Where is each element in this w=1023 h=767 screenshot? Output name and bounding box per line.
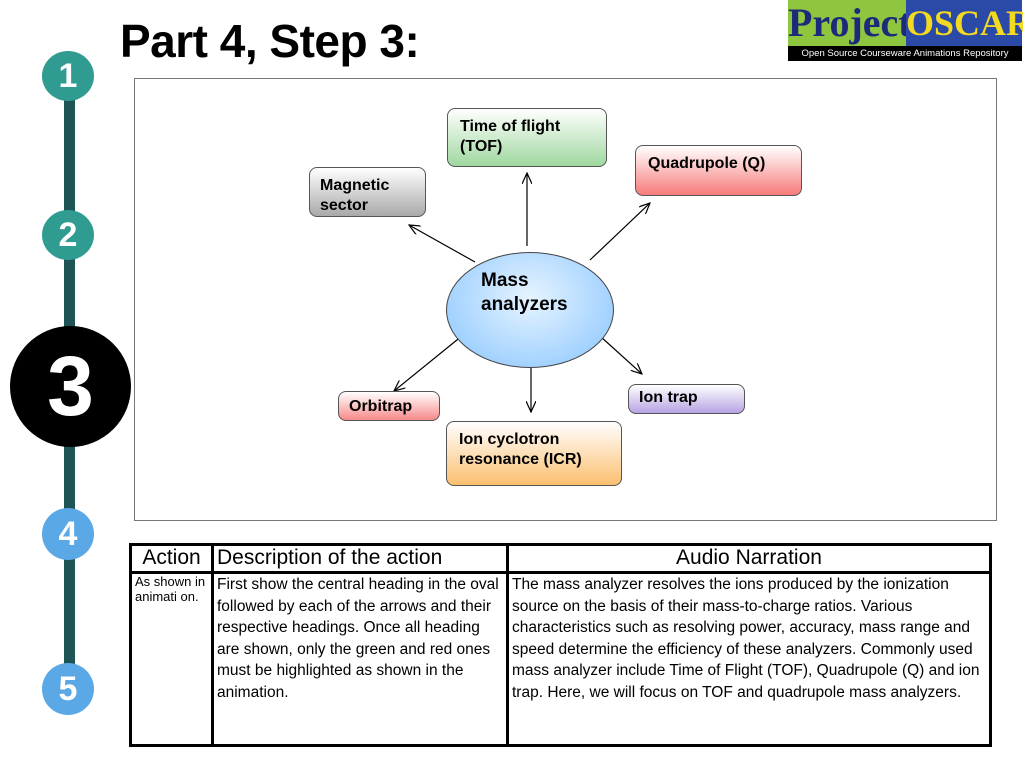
step-1-circle[interactable]: 1 [42, 51, 94, 101]
mass-analyzer-diagram: Time of flight (TOF) Quadrupole (Q) Magn… [134, 78, 997, 521]
header-action: Action [129, 543, 214, 574]
center-label: Mass analyzers [481, 269, 568, 317]
orbitrap-label: Orbitrap [349, 398, 413, 415]
step-5-circle[interactable]: 5 [42, 663, 94, 715]
header-narration: Audio Narration [506, 543, 992, 574]
arrow-to-magnetic-sector [409, 225, 476, 263]
logo-tagline: Open Source Courseware Animations Reposi… [788, 46, 1022, 61]
ion-trap-box: Ion trap [628, 384, 745, 414]
step-2-circle[interactable]: 2 [42, 210, 94, 260]
icr-label-line2: resonance (ICR) [459, 451, 582, 468]
orbitrap-box: Orbitrap [338, 391, 440, 421]
icr-box: Ion cyclotron resonance (ICR) [446, 421, 622, 486]
magnetic-sector-box: Magnetic sector [309, 167, 426, 217]
tof-label-line1: Time of flight [460, 118, 561, 135]
quadrupole-label: Quadrupole (Q) [648, 155, 766, 172]
logo-word-oscar: OSCAR [906, 0, 1023, 46]
description-cell: First show the central heading in the ov… [211, 571, 509, 747]
arrow-to-quadrupole [589, 203, 650, 261]
table-row: As shown in animati on. First show the c… [129, 571, 992, 747]
table-header-row: Action Description of the action Audio N… [129, 543, 992, 574]
magnetic-label-line1: Magnetic [320, 177, 390, 194]
project-oscar-logo: Project OSCAR Open Source Courseware Ani… [788, 0, 1023, 61]
step-3-circle-current[interactable]: 3 [10, 326, 131, 447]
mass-analyzers-oval: Mass analyzers [446, 252, 614, 368]
step-4-circle[interactable]: 4 [42, 508, 94, 560]
page-title: Part 4, Step 3: [120, 15, 420, 67]
action-cell: As shown in animati on. [129, 571, 214, 747]
tof-label-line2: (TOF) [460, 138, 503, 155]
storyboard-table: Action Description of the action Audio N… [129, 543, 992, 747]
ion-trap-label: Ion trap [639, 389, 698, 406]
tof-box: Time of flight (TOF) [447, 108, 607, 167]
narration-cell: The mass analyzer resolves the ions prod… [506, 571, 992, 747]
arrow-to-orbitrap [394, 330, 469, 391]
quadrupole-box: Quadrupole (Q) [635, 145, 802, 196]
logo-word-project: Project [788, 0, 912, 46]
center-label-line2: analyzers [481, 294, 568, 315]
center-label-line1: Mass [481, 270, 529, 291]
header-description: Description of the action [211, 543, 509, 574]
icr-label-line1: Ion cyclotron [459, 431, 560, 448]
magnetic-label-line2: sector [320, 197, 369, 214]
